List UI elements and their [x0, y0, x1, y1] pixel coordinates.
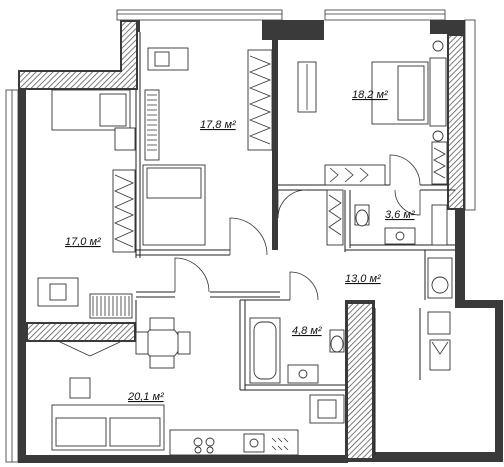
area-bedroom-left: 17,0 м² [65, 236, 101, 248]
bedroom-right-furniture [297, 40, 448, 246]
area-bathroom: 4,8 м² [292, 325, 322, 337]
area-bedroom-center: 17,8 м² [200, 119, 236, 131]
bathroom-furniture [249, 317, 345, 384]
bathroom-small-furniture [354, 204, 448, 246]
area-living-kitchen: 20,1 м² [127, 391, 164, 403]
doors [174, 154, 421, 301]
outer-walls [5, 9, 503, 463]
area-labels: 17,8 м² 18,2 м² 3,6 м² 17,0 м² 13,0 м² 4… [65, 89, 415, 403]
utility-furniture [309, 257, 453, 424]
bedroom-left-furniture [37, 89, 136, 319]
area-bathroom-small: 3,6 м² [385, 209, 415, 221]
bedroom-center-furniture [142, 47, 273, 246]
area-hallway: 13,0 м² [345, 273, 381, 285]
living-kitchen-furniture [51, 317, 299, 456]
area-bedroom-right: 18,2 м² [352, 89, 388, 101]
